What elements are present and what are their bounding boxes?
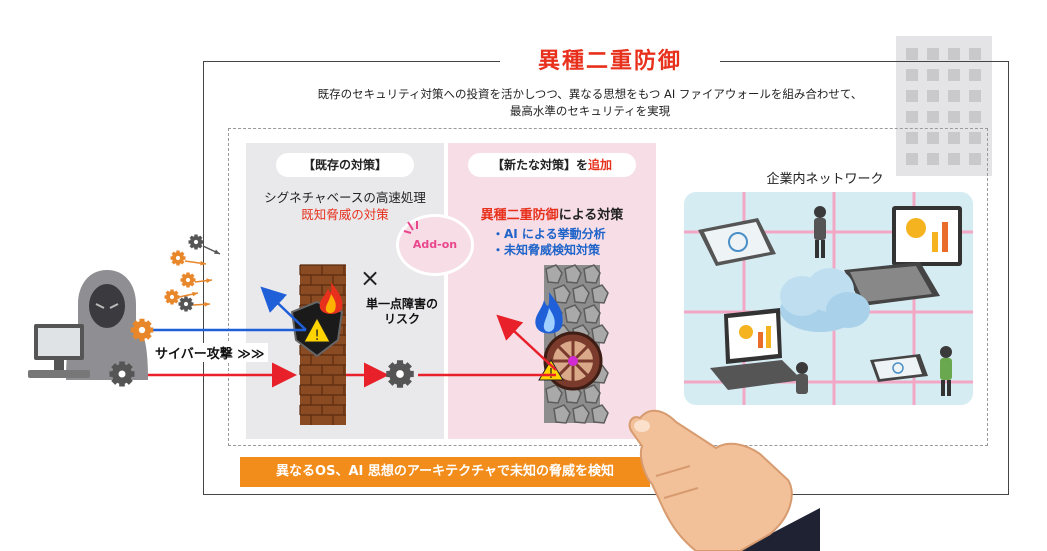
dual-defense-suffix: による対策 <box>558 208 624 223</box>
gear-icon <box>170 250 186 266</box>
new-measure-label: 【新たな対策】を追加 <box>468 153 636 177</box>
detection-banner: 異なるOS、AI 思想のアーキテクチャで未知の脅威を検知 <box>240 457 650 487</box>
tablet-icon <box>698 218 776 266</box>
cross-mark: × <box>360 264 381 292</box>
cloud-icon <box>780 268 870 332</box>
hacker-icon <box>66 270 148 380</box>
subtitle-line-2: 最高水準のセキュリティを実現 <box>509 104 671 118</box>
addon-sparkle-icon <box>403 221 418 234</box>
known-threat-description: 既知脅威の対策 <box>301 207 389 222</box>
person-icon <box>814 206 826 258</box>
gear-icon <box>188 234 204 250</box>
network-illustration <box>684 192 973 405</box>
single-point-of-failure-label: 単一点障害の リスク <box>356 297 448 327</box>
new-measure-label-text: 【新たな対策】を <box>491 158 588 172</box>
ai-behavior-bullet: ・AI による挙動分析 <box>492 227 606 241</box>
keyboard-icon <box>844 262 940 306</box>
svg-text:!: ! <box>314 328 320 344</box>
protected-area-border <box>228 128 988 446</box>
computer-icon <box>28 324 90 378</box>
flame-icon <box>319 282 343 314</box>
diagram-subtitle: 既存のセキュリティ対策への投資を活かしつつ、異なる思想をもつ AI ファイアウォ… <box>270 86 910 120</box>
office-building-icon <box>896 36 992 176</box>
person-3-icon <box>940 346 952 396</box>
dual-defense-term: 異種二重防御 <box>480 208 559 223</box>
diagram-title: 異種二重防御 <box>500 44 720 80</box>
spof-line-1: 単一点障害の <box>365 297 438 311</box>
spof-line-2: リスク <box>383 312 420 326</box>
network-title: 企業内ネットワーク <box>766 172 884 187</box>
gear-icon <box>109 361 135 387</box>
existing-measure-label: 【既存の対策】 <box>276 153 414 177</box>
laptop-icon <box>710 308 802 390</box>
blue-flame-icon <box>535 292 563 334</box>
corporate-network-panel <box>684 192 973 405</box>
cyber-attack-label: サイバー攻撃 ≫≫ <box>152 343 268 362</box>
new-measure-label-add: 追加 <box>588 158 613 172</box>
person-2-icon <box>796 362 808 394</box>
gear-icon <box>130 318 154 342</box>
gear-icon <box>178 296 194 312</box>
gear-icon <box>164 289 180 305</box>
hand-icon <box>628 409 820 551</box>
unknown-threat-bullet: ・未知脅威検知対策 <box>492 243 601 257</box>
gear-arrow-head <box>192 291 198 297</box>
gear-arrow-head <box>206 278 212 283</box>
gear-icon <box>180 272 196 288</box>
signature-description: シグネチャベースの高速処理 <box>264 190 426 205</box>
blocked-known-attack-arrow <box>260 286 307 331</box>
dual-defense-description: 異種二重防御による対策 <box>452 204 652 223</box>
gear-arrow-head <box>204 301 210 307</box>
subtitle-line-1: 既存のセキュリティ対策への投資を活かしつつ、異なる思想をもつ AI ファイアウォ… <box>317 87 863 101</box>
shield-icon: ! <box>290 300 344 358</box>
blocked-unknown-attack-arrow <box>496 314 557 371</box>
gear-icon <box>386 360 414 388</box>
phone-icon <box>870 354 928 382</box>
gear-arrow-head <box>214 249 220 254</box>
monitor-icon <box>892 206 962 266</box>
gear-arrow-head <box>200 260 206 266</box>
